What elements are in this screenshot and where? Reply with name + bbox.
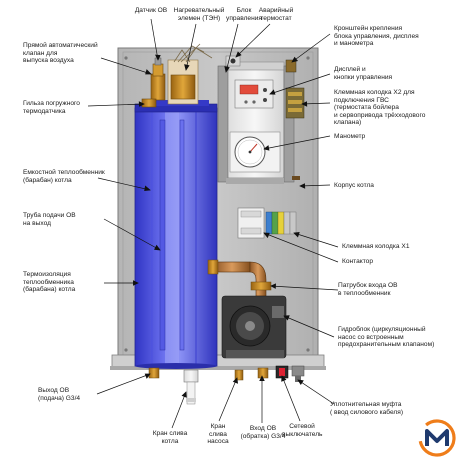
- manometer: [230, 132, 280, 172]
- contactor: [238, 208, 264, 238]
- body-bolt: [292, 176, 300, 180]
- label-terminal-x2: Клеммная колодка Х2 для подключения ГВС …: [334, 89, 458, 127]
- cable-gland: [292, 366, 304, 382]
- display-panel: [235, 80, 273, 108]
- heat-exchanger-tank: [135, 100, 217, 369]
- label-inlet-pipe: Патрубок входа ОВ в теплообменник: [338, 282, 448, 297]
- terminal-block-x1: [266, 212, 296, 234]
- label-emergency-thermostat: Аварийный термостат: [253, 7, 299, 22]
- label-terminal-x1: Клеммная колодка Х1: [342, 243, 442, 251]
- m-logo-icon: [418, 419, 456, 457]
- label-manometer: Манометр: [334, 133, 414, 141]
- sensor-sleeve: [142, 99, 156, 107]
- label-air-valve: Прямой автоматический клапан для выпуска…: [23, 42, 113, 65]
- arrow-drain-boiler: [182, 392, 186, 397]
- hydroblock-pump: [222, 296, 286, 358]
- label-gland: Уплотнительная муфта ( ввод силового каб…: [330, 401, 458, 416]
- label-drain-boiler: Кран слива котла: [144, 430, 196, 445]
- label-insulation: Термоизоляция теплообменника (барабана) …: [23, 271, 113, 294]
- label-switch: Сетевой выключатель: [282, 423, 322, 438]
- label-outlet: Выход ОВ (подача) G3/4: [38, 387, 108, 402]
- label-tank: Емкостной теплообменник (барабан) котла: [23, 169, 118, 184]
- leader-gland: [298, 380, 334, 404]
- label-body: Корпус котла: [334, 182, 414, 190]
- label-display: Дисплей и кнопки управления: [334, 66, 454, 81]
- boiler-drain-valve: [184, 370, 198, 404]
- label-bracket: Кронштейн крепления блока управления, ди…: [334, 25, 456, 48]
- inlet-fitting: [258, 368, 268, 378]
- label-sleeve: Гильза погружного термодатчика: [23, 100, 103, 115]
- air-valve: [151, 58, 165, 100]
- outlet-fitting: [149, 368, 159, 378]
- label-heater: Нагревательный элемен (ТЭН): [171, 7, 227, 22]
- label-hydroblock: Гидроблок (циркуляционный насос со встро…: [338, 326, 458, 349]
- arrow-gland: [298, 380, 303, 384]
- label-drain-pump: Кран слива насоса: [202, 423, 234, 446]
- leader-switch: [282, 376, 300, 421]
- leader-drain-pump: [219, 378, 237, 421]
- label-inlet: Вход ОВ (обратка) G3/4: [240, 425, 286, 440]
- label-contactor: Контактор: [342, 258, 422, 266]
- label-supply-pipe: Труба подачи ОВ на выход: [23, 212, 113, 227]
- leader-drain-boiler: [172, 392, 186, 428]
